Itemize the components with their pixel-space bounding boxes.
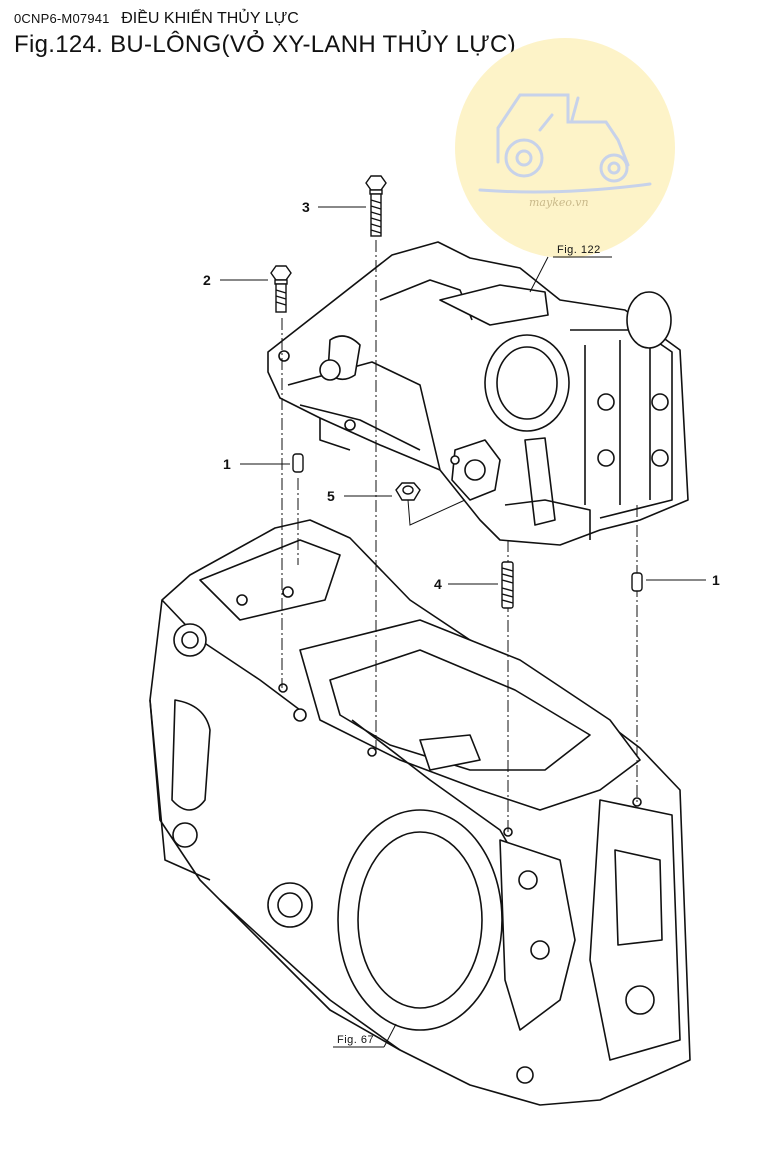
callout-1-left: 1 bbox=[223, 456, 231, 472]
bolt-short-part-2 bbox=[270, 265, 292, 313]
page-header: 0CNP6-M07941 ĐIỀU KHIỂN THỦY LỰC Fig.124… bbox=[14, 10, 516, 60]
stud-bolt-part-4 bbox=[501, 561, 514, 609]
callout-leaders bbox=[220, 206, 706, 1048]
callout-4: 4 bbox=[434, 576, 442, 592]
reference-fig-67: Fig. 67 bbox=[337, 1034, 374, 1046]
reference-fig-122: Fig. 122 bbox=[557, 244, 601, 256]
watermark-text: maykeo.vn bbox=[529, 196, 589, 209]
bolt-long-part-3 bbox=[365, 175, 387, 237]
diagram-code: 0CNP6-M07941 bbox=[14, 11, 110, 26]
figure-title: Fig.124. BU-LÔNG(VỎ XY-LANH THỦY LỰC) bbox=[14, 31, 516, 58]
code-line: 0CNP6-M07941 ĐIỀU KHIỂN THỦY LỰC bbox=[14, 10, 516, 28]
transmission-case bbox=[149, 519, 691, 1106]
nut-leader-line bbox=[407, 499, 466, 526]
dowel-pin-right-part-1 bbox=[631, 572, 643, 592]
watermark-logo: maykeo.vn bbox=[455, 38, 675, 258]
section-title: ĐIỀU KHIỂN THỦY LỰC bbox=[121, 10, 299, 27]
callout-5: 5 bbox=[327, 488, 335, 504]
callout-3: 3 bbox=[302, 199, 310, 215]
callout-2: 2 bbox=[203, 272, 211, 288]
dowel-pin-left-part-1 bbox=[292, 453, 304, 473]
nut-part-5 bbox=[395, 482, 421, 501]
hydraulic-cylinder-case bbox=[267, 241, 689, 546]
callout-1-right: 1 bbox=[712, 572, 720, 588]
